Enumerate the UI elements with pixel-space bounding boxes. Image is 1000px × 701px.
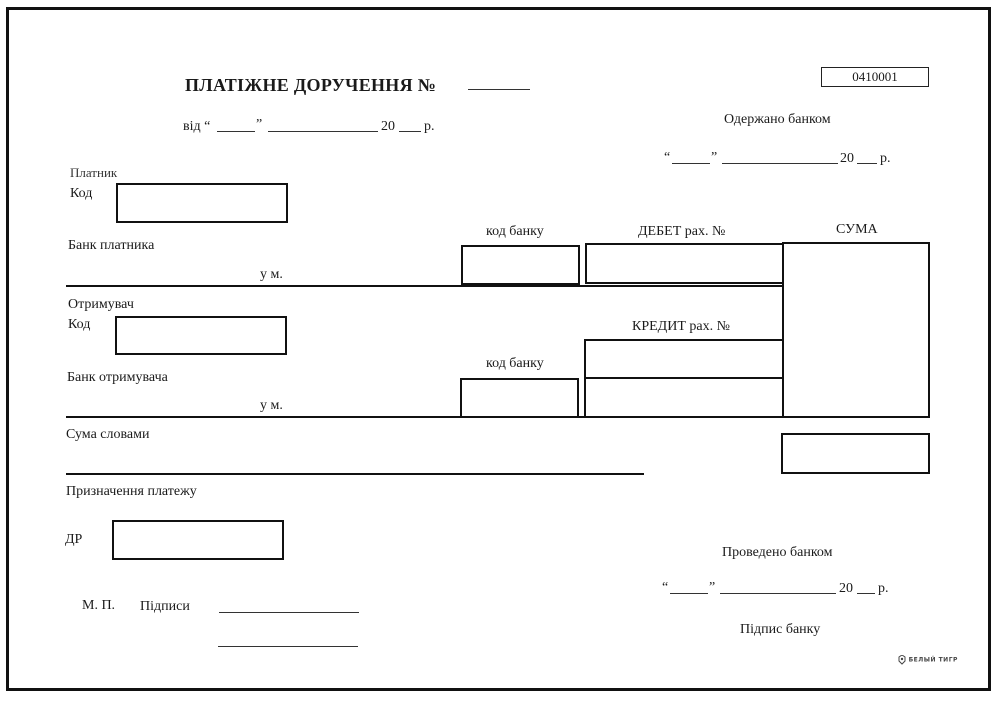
payer-bank-code-field[interactable] bbox=[461, 245, 580, 285]
debit-account-field[interactable] bbox=[585, 243, 784, 284]
amount-small-box[interactable] bbox=[781, 433, 930, 474]
processed-month-field[interactable] bbox=[720, 593, 836, 594]
recipient-bank-code-field[interactable] bbox=[460, 378, 579, 418]
form-frame bbox=[6, 7, 991, 691]
debit-account-label: ДЕБЕТ рах. № bbox=[638, 224, 726, 239]
publisher-logo: БЕЛЫЙ ТИГР bbox=[898, 654, 958, 665]
payer-code-field[interactable] bbox=[116, 183, 288, 223]
date-mid-quote: ” bbox=[256, 117, 263, 132]
received-open-quote: “ bbox=[664, 150, 671, 165]
document-number-field[interactable] bbox=[468, 89, 530, 90]
signature-line-1[interactable] bbox=[219, 612, 359, 613]
processed-label: Проведено банком bbox=[722, 545, 833, 560]
page-title: ПЛАТІЖНЕ ДОРУЧЕННЯ № bbox=[185, 75, 437, 95]
recipient-city-label: у м. bbox=[260, 398, 283, 413]
stamp-label: М. П. bbox=[82, 598, 116, 613]
amount-words-line[interactable] bbox=[66, 473, 644, 475]
date-day-field[interactable] bbox=[217, 131, 255, 132]
payer-city-label: у м. bbox=[260, 267, 283, 282]
received-year-field[interactable] bbox=[857, 163, 877, 164]
recipient-account-extra-field[interactable] bbox=[584, 377, 784, 418]
credit-account-field[interactable] bbox=[584, 339, 784, 379]
received-year-prefix: 20 bbox=[840, 151, 854, 166]
recipient-code-label: Код bbox=[68, 317, 91, 332]
payer-section-label: Платник bbox=[70, 165, 118, 180]
received-mid-quote: ” bbox=[711, 150, 718, 165]
date-year-prefix: 20 bbox=[381, 119, 395, 134]
amount-words-label: Сума словами bbox=[66, 427, 150, 442]
tiger-logo-icon bbox=[898, 654, 906, 665]
date-prefix: від “ bbox=[183, 119, 211, 134]
received-month-field[interactable] bbox=[722, 163, 838, 164]
recipient-bank-code-label: код банку bbox=[486, 356, 544, 371]
payer-section-divider bbox=[66, 285, 783, 287]
payment-purpose-label: Призначення платежу bbox=[66, 484, 197, 499]
signature-line-2[interactable] bbox=[218, 646, 358, 647]
processed-year-suffix: р. bbox=[878, 581, 889, 596]
payer-bank-code-label: код банку bbox=[486, 224, 544, 239]
payer-code-label: Код bbox=[70, 186, 93, 201]
date-year-suffix: р. bbox=[424, 119, 435, 134]
recipient-section-divider bbox=[66, 416, 783, 418]
processed-day-field[interactable] bbox=[670, 593, 708, 594]
sum-field[interactable] bbox=[782, 242, 930, 418]
recipient-bank-label: Банк отримувача bbox=[67, 370, 168, 385]
form-code-box: 0410001 bbox=[821, 67, 929, 87]
dr-label: ДР bbox=[65, 532, 83, 547]
payer-bank-label: Банк платника bbox=[68, 238, 155, 253]
dr-field[interactable] bbox=[112, 520, 284, 560]
recipient-section-label: Отримувач bbox=[68, 297, 134, 312]
received-day-field[interactable] bbox=[672, 163, 710, 164]
date-year-field[interactable] bbox=[399, 131, 421, 132]
processed-mid-quote: ” bbox=[709, 580, 716, 595]
signatures-label: Підписи bbox=[140, 599, 190, 614]
bank-signature-label: Підпис банку bbox=[740, 622, 821, 637]
recipient-code-field[interactable] bbox=[115, 316, 287, 355]
processed-year-prefix: 20 bbox=[839, 581, 853, 596]
credit-account-label: КРЕДИТ рах. № bbox=[632, 319, 730, 334]
processed-year-field[interactable] bbox=[857, 593, 875, 594]
received-label: Одержано банком bbox=[724, 112, 831, 127]
date-month-field[interactable] bbox=[268, 131, 378, 132]
publisher-logo-text: БЕЛЫЙ ТИГР bbox=[908, 656, 958, 664]
processed-open-quote: “ bbox=[662, 580, 669, 595]
sum-label: СУМА bbox=[836, 222, 878, 237]
received-year-suffix: р. bbox=[880, 151, 891, 166]
